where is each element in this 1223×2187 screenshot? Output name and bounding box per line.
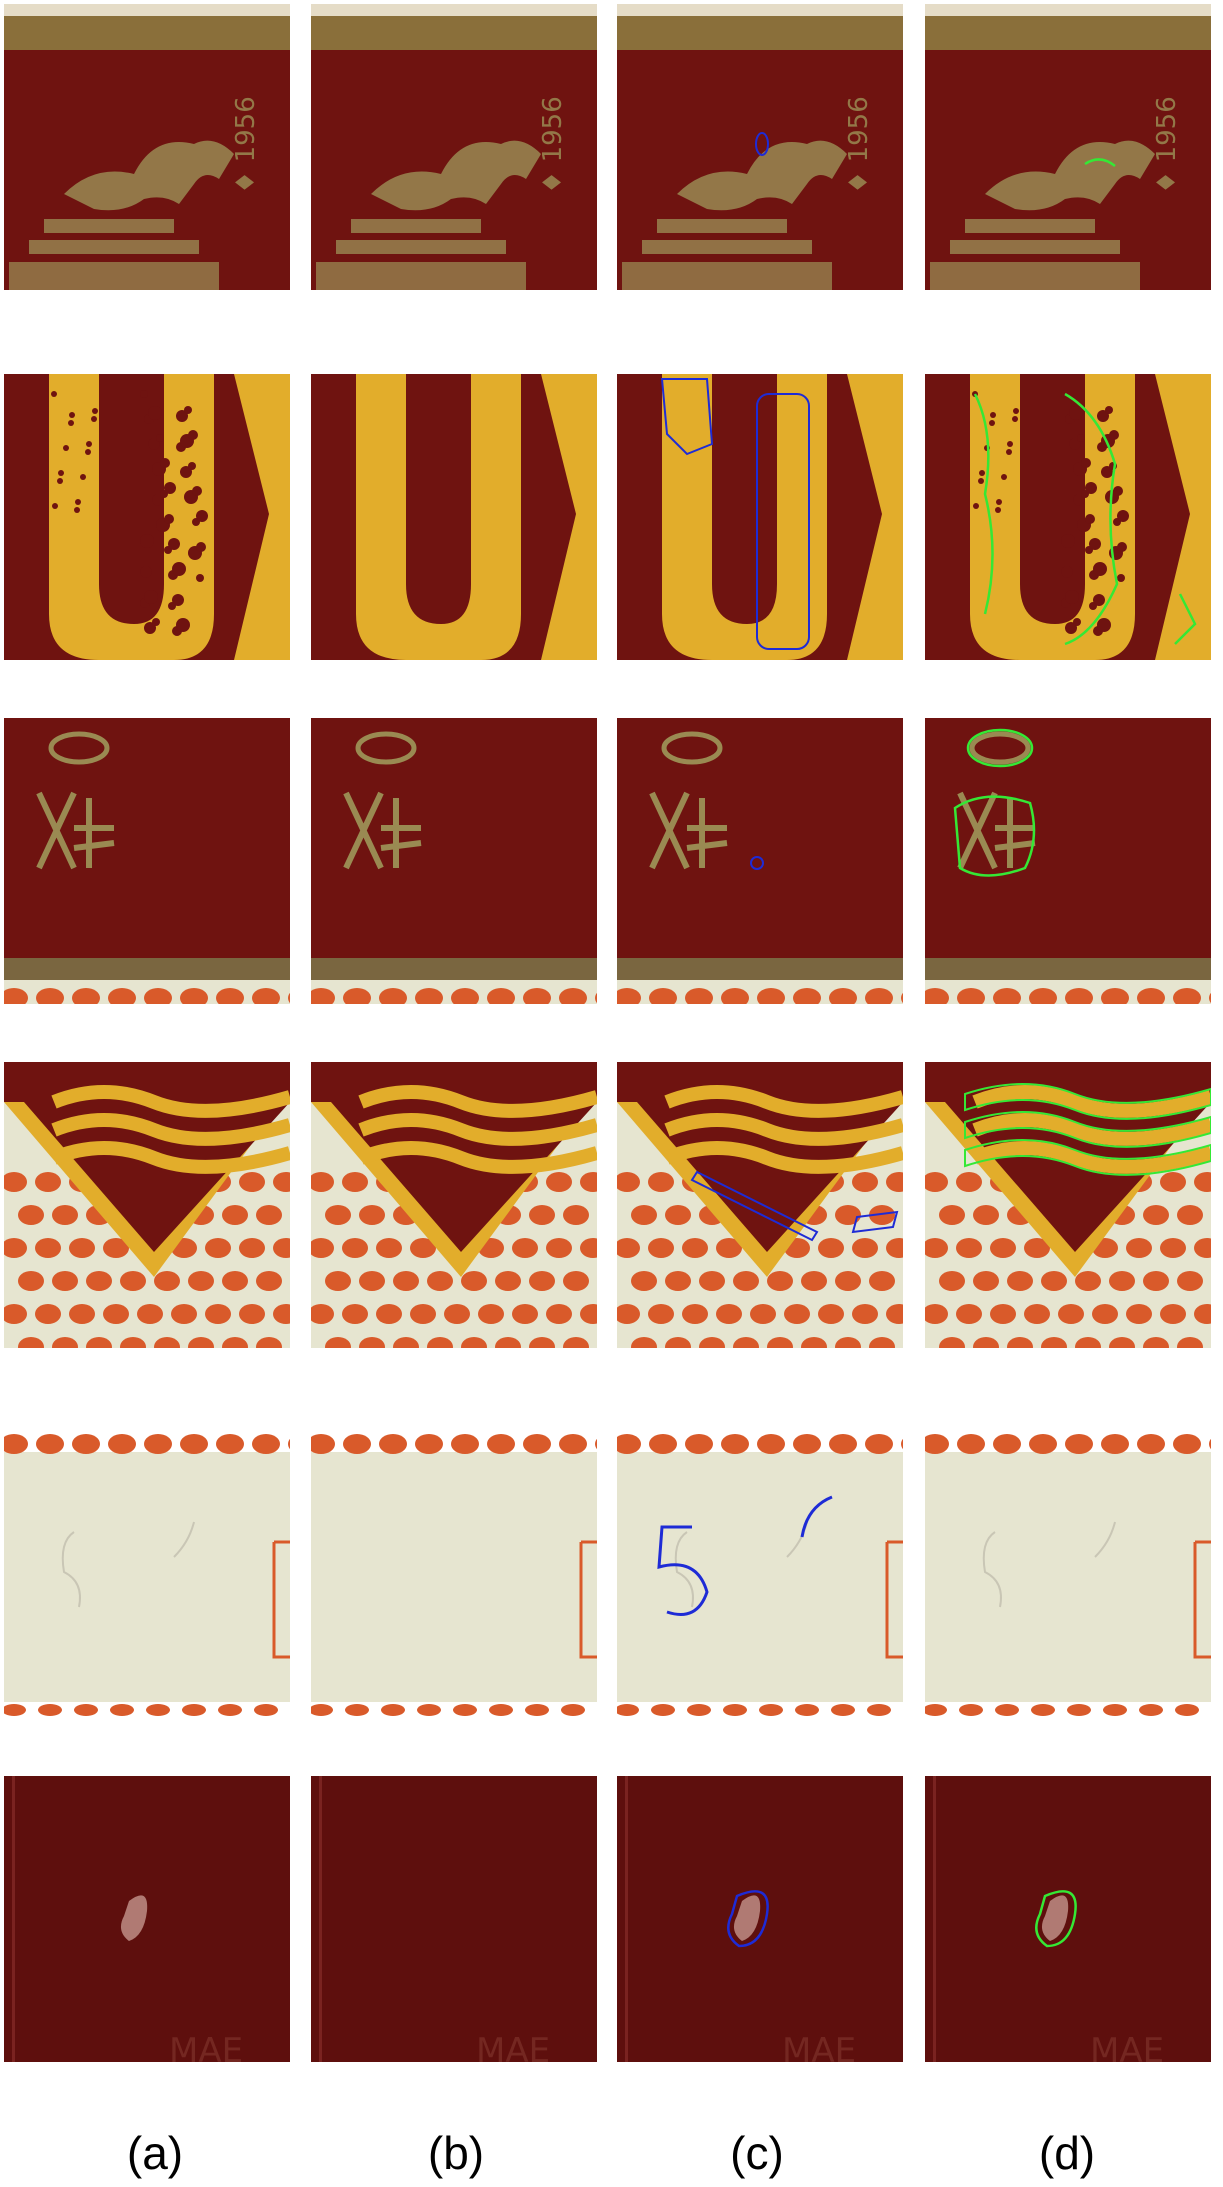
image-row-4-col-a (4, 1062, 290, 1348)
image-row-5-col-c (617, 1432, 903, 1718)
image-row-2-col-a (4, 374, 290, 660)
image-row-4-col-b (311, 1062, 597, 1348)
column-label-b: (b) (427, 2127, 485, 2179)
column-label-c: (c) (730, 2127, 784, 2179)
image-row-3-col-d (925, 718, 1211, 1004)
svg-text:♦ 1956: ♦ 1956 (231, 96, 261, 194)
image-row-6-col-a: MAE (4, 1776, 290, 2062)
image-row-1-col-d: ♦ 1956 (925, 4, 1211, 290)
svg-text:♦ 1956: ♦ 1956 (844, 96, 874, 194)
image-row-3-col-a (4, 718, 290, 1004)
image-row-5-col-a (4, 1432, 290, 1718)
image-row-5-col-b (311, 1432, 597, 1718)
image-row-3-col-c (617, 718, 903, 1004)
image-row-2-col-b (311, 374, 597, 660)
image-row-6-col-c: MAE (617, 1776, 903, 2062)
image-row-2-col-d (925, 374, 1211, 660)
image-row-2-col-c (617, 374, 903, 660)
svg-text:MAE: MAE (476, 2031, 550, 2062)
image-row-3-col-b (311, 718, 597, 1004)
image-row-6-col-b: MAE (311, 1776, 597, 2062)
column-label-d: (d) (1038, 2127, 1096, 2179)
svg-text:MAE: MAE (169, 2031, 243, 2062)
image-row-6-col-d: MAE (925, 1776, 1211, 2062)
image-row-1-col-c: ♦ 1956 (617, 4, 903, 290)
image-row-1-col-b: ♦ 1956 (311, 4, 597, 290)
column-label-a: (a) (126, 2127, 184, 2179)
image-row-5-col-d (925, 1432, 1211, 1718)
svg-text:MAE: MAE (1090, 2031, 1164, 2062)
svg-text:♦ 1956: ♦ 1956 (1152, 96, 1182, 194)
image-row-4-col-c (617, 1062, 903, 1348)
svg-text:MAE: MAE (782, 2031, 856, 2062)
image-row-1-col-a: ♦ 1956 (4, 4, 290, 290)
svg-text:♦ 1956: ♦ 1956 (538, 96, 568, 194)
image-row-4-col-d (925, 1062, 1211, 1348)
